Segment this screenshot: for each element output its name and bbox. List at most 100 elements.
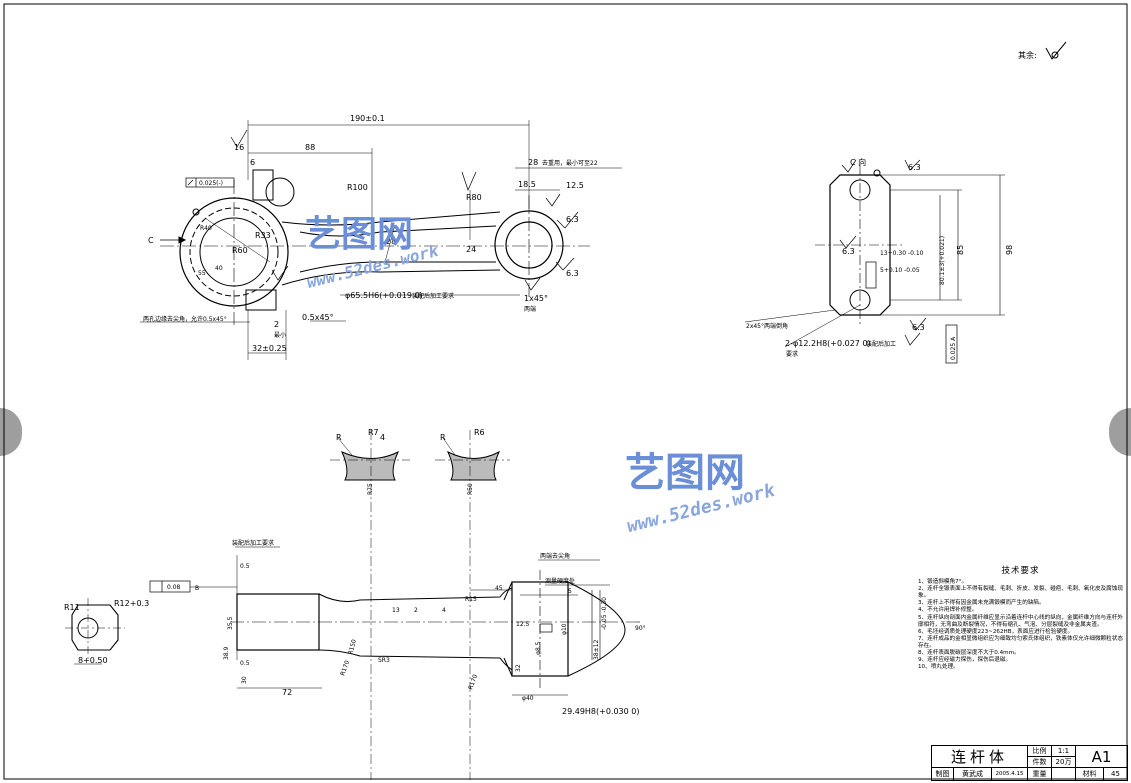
sheet-size: A1 [1076, 746, 1127, 768]
technical-requirements: 技术要求 1、锻造斜模角7°。 2、连杆全锻表面上不得有裂缝、毛刺、折皮、发裂、… [918, 566, 1123, 671]
material-label: 材料 [1076, 768, 1104, 780]
dim-phi10: φ10 [561, 623, 568, 635]
dim-12-5-b: 12.5 [516, 621, 530, 628]
drawing-border [3, 3, 1128, 780]
drawn-label: 制图 [932, 768, 954, 780]
tech-req-item: 1、锻造斜模角7°。 [918, 579, 968, 586]
side-hole-dim: 2-φ12.2H8(+0.027 0) [785, 339, 871, 348]
dim-24: 24 [466, 245, 476, 254]
side-tol-frame: 0.025 A [950, 336, 957, 360]
dim-r150: R150 [347, 638, 358, 655]
datum-b: B [195, 585, 199, 592]
tech-req-item: 10、喷丸处理。 [918, 664, 959, 671]
dim-0-5-bottom: 0.5 [240, 660, 250, 667]
both-ends-note: 两端 [524, 305, 536, 313]
drawing-date: 2005.4.15 [992, 768, 1028, 780]
detail-d8: 8+0.50 [78, 656, 108, 665]
dim-45: 45 [495, 585, 503, 592]
dim-16: 16 [234, 143, 244, 152]
weight-label: 重量 [1028, 768, 1052, 780]
dim-13: 13 [392, 607, 400, 614]
side-view-labels: C 向 13+0.30 -0.10 5+0.10 -0.05 80.1±3(+0… [746, 157, 1014, 360]
dim-2-b: 2 [414, 607, 418, 614]
section-r7: R7 [368, 428, 379, 437]
section-r-a: R [336, 433, 342, 442]
dim-r60: R60 [232, 246, 248, 255]
tech-req-item: 7、连杆成品的金相显微组织应为细致均匀索氏体组织，铁素体仅允许细微颗粒状态存在。 [918, 635, 1123, 649]
tech-req-item: 6、毛坯经调质处理硬度223~262HB，表面应进行检验硬度。 [918, 628, 1074, 635]
dim-40: 40 [215, 265, 223, 272]
side-ra-a: 6.3 [908, 163, 921, 172]
side-req-label: 要求 [786, 350, 798, 358]
dim-r170-b: R170 [467, 673, 479, 690]
dim-2: 2 [274, 320, 279, 329]
chamfer-0-5: 0.5x45° [302, 313, 334, 322]
dim-32: 32±0.25 [252, 344, 287, 353]
dim-28: 28 [528, 158, 538, 167]
title-block: 连杆体 比例 1:1 件数 20万 A1 制图 黄武成 2005.4.15 重量… [931, 745, 1128, 781]
section-labels: R7 R6 R R 4 R75 R50 [336, 428, 485, 495]
tech-req-item: 5、连杆纵向剖面内金属纤维应显示沿着连杆中心线的纵向，金属纤维方向与连杆外廓相符… [918, 614, 1123, 628]
dim-30: 30 [241, 676, 248, 684]
dim-38-12: 38±12 [593, 640, 600, 660]
side-ra-c: 6.3 [912, 323, 925, 332]
dim-72: 72 [282, 688, 292, 697]
tech-req-title: 技术要求 [1001, 566, 1040, 576]
dim-sr3: SR3 [378, 657, 390, 664]
dim-r100: R100 [347, 183, 368, 192]
min-label: 最小 [274, 331, 286, 339]
right-scroll-edge[interactable] [1109, 408, 1131, 456]
weight-value [1052, 768, 1076, 780]
section-d4: 4 [380, 433, 385, 442]
dim-phi8-5: φ8.5 [535, 641, 542, 655]
main-view-top [140, 120, 622, 360]
dim-55: 55 [198, 270, 206, 277]
small-end-bore: φ65.5H6(+0.019 0) [345, 291, 423, 300]
dim-29-49: 29.49H8(+0.030 0) [562, 707, 640, 716]
side-dim-85: 85 [956, 245, 965, 255]
tech-req-item: 8、连杆表面脱碳层深度不大于0.4mm。 [918, 650, 1020, 657]
dim-r33: R33 [255, 231, 271, 240]
dim-35-5: 35.5 [227, 616, 234, 630]
dim-28v: 28 [386, 237, 396, 246]
dim-4-b: 4 [442, 607, 446, 614]
quantity-value: 20万 [1052, 757, 1076, 768]
dim-r40: R40 [200, 225, 212, 232]
dim-tol-b: -0.05 -0.30 [601, 597, 608, 630]
detail-r12: R12+0.3 [114, 599, 149, 608]
dim-phi40: φ40 [522, 695, 534, 702]
tech-req-item: 9、连杆应经磁力探伤，探伤后退磁。 [918, 657, 1012, 664]
tech-req-item: 2、连杆全锻表面上不得有裂缝、毛刺、折皮、发裂、碰疤、毛刺、氧化皮及腐蚀现象。 [918, 586, 1123, 600]
dim-r15: R15 [465, 596, 477, 603]
material-value: 45 [1111, 770, 1120, 778]
side-dim-98: 98 [1005, 245, 1014, 255]
section-r50: R50 [467, 483, 474, 495]
edge-chamfer-note: 两孔边缘去尖角，允许0.5x45° [143, 315, 227, 323]
flatness-tolerance: 0.025(-) [199, 180, 223, 187]
chamfer-1x45: 1x45° [524, 294, 548, 303]
scale-label: 比例 [1028, 746, 1052, 757]
longitudinal-section [65, 546, 640, 696]
note-weight-removal: 去重用，最小可至22 [542, 159, 598, 167]
part-name: 连杆体 [932, 746, 1028, 768]
dim-38-9: 38.9 [223, 646, 230, 660]
dim-6: 6 [250, 158, 255, 167]
view-c-label: C 向 [850, 157, 866, 167]
side-ra-b: 6.3 [842, 247, 855, 256]
dim-r80: R80 [466, 193, 482, 202]
dim-90deg: 90° [635, 625, 646, 632]
side-dim-5: 5+0.10 -0.05 [880, 267, 920, 274]
sharp-edge-note: 两端去尖角 [540, 552, 570, 560]
dim-r170-a: R170 [339, 659, 351, 676]
ra-6-3-b: 6.3 [566, 269, 579, 278]
longitudinal-labels: 装配后加工要求 0.08 B R11 R12+0.3 8+0.50 38.9 3… [64, 539, 646, 716]
bottom-assembly-note: 装配后加工要求 [232, 539, 274, 547]
scale-value: 1:1 [1052, 746, 1076, 757]
parallel-tol: 0.08 [167, 584, 181, 591]
left-scroll-edge[interactable] [0, 408, 22, 456]
side-view-c [744, 159, 1005, 364]
section-r-b: R [440, 433, 446, 442]
roughness-symbol-icon [1045, 41, 1067, 60]
dim-12-5: 12.5 [566, 181, 584, 190]
